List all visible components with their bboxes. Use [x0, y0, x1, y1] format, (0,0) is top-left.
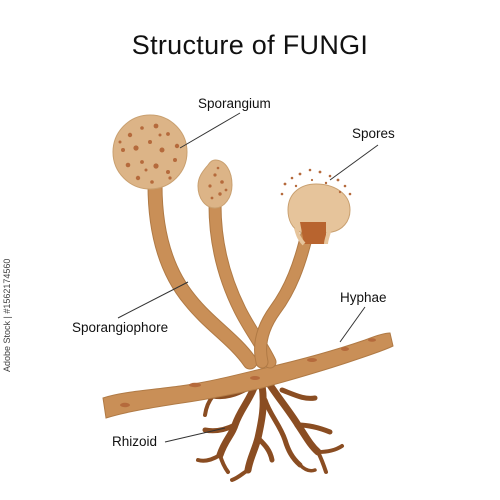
rhizoid-roots: [196, 381, 344, 482]
released-spores: [280, 168, 352, 196]
open-sporangium: [287, 183, 351, 246]
young-sporangium: [197, 159, 233, 209]
spores-leader: [329, 144, 379, 181]
side-text: Adobe Stock | #1562174560: [2, 258, 12, 372]
rhizoid-leader: [164, 427, 226, 443]
leader-lines: [117, 112, 379, 443]
label-hyphae: Hyphae: [340, 290, 387, 305]
sporangium: [112, 114, 188, 190]
hyphae-leader: [339, 306, 366, 343]
sporangiophore-stalks: [147, 177, 315, 370]
sporangium-spores: [118, 123, 180, 184]
label-sporangium: Sporangium: [198, 96, 271, 111]
hypha-stolon: [102, 332, 394, 419]
sporangiophore-leader: [117, 281, 189, 319]
sporangium-leader: [179, 112, 241, 149]
page-title: Structure of FUNGI: [131, 30, 369, 60]
label-sporangiophore: Sporangiophore: [72, 320, 169, 335]
label-rhizoid: Rhizoid: [112, 434, 158, 449]
label-spores: Spores: [352, 126, 395, 141]
